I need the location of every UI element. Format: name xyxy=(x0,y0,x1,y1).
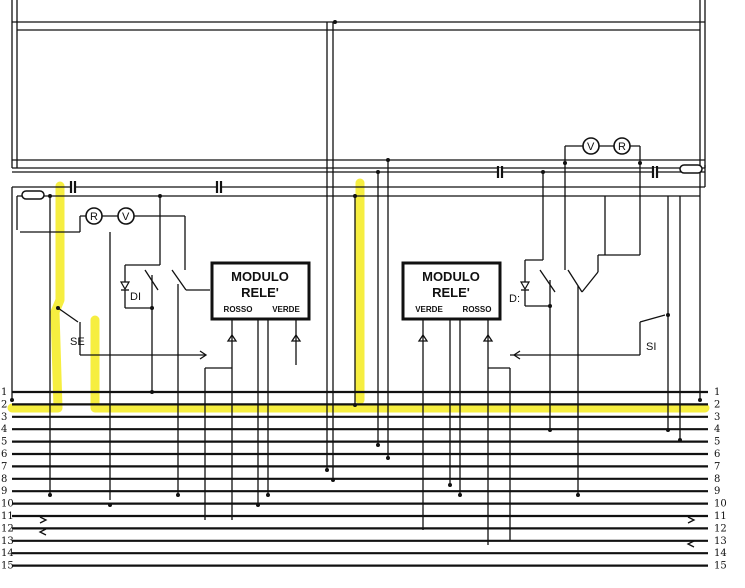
left-lamps: R V xyxy=(20,196,186,270)
switch-se-label: SE xyxy=(70,336,85,348)
switch-si-label: SI xyxy=(646,341,656,353)
bus-number-left-13: 13 xyxy=(1,536,14,547)
bus-number-left-7: 7 xyxy=(1,461,7,472)
bus-number-left-8: 8 xyxy=(1,474,7,485)
left-module-out-rosso: ROSSO xyxy=(224,305,253,314)
bus-number-left-11: 11 xyxy=(1,511,14,522)
bus-number-right-1: 1 xyxy=(714,387,720,398)
lamp-r-left xyxy=(85,207,103,225)
bus-number-right-11: 11 xyxy=(714,511,727,522)
bus-lines xyxy=(12,390,708,567)
highlighted-path xyxy=(7,178,710,413)
vertical-drops xyxy=(354,160,701,458)
lamp-r-left-label: R xyxy=(90,211,98,223)
bus-number-left-4: 4 xyxy=(1,424,7,435)
bus-number-left-1: 1 xyxy=(1,387,7,398)
bus-number-right-2: 2 xyxy=(714,399,720,410)
lamp-v-left xyxy=(117,207,135,225)
bus-number-left-15: 15 xyxy=(1,561,14,572)
bus-number-left-12: 12 xyxy=(1,523,14,534)
diode-right-label: D: xyxy=(509,293,520,305)
right-lamps: V R xyxy=(564,137,641,270)
left-relay-module: MODULO RELE' ROSSO VERDE xyxy=(210,261,311,321)
bus-number-left-2: 2 xyxy=(1,399,7,410)
lamp-v-right-label: V xyxy=(587,141,595,153)
bus-number-right-13: 13 xyxy=(714,536,727,547)
left-relay-contacts: DI xyxy=(109,232,210,500)
right-module-out-rosso: ROSSO xyxy=(463,305,492,314)
bus-number-left-14: 14 xyxy=(1,548,14,559)
right-module-title: MODULO xyxy=(422,269,480,284)
bus-number-right-6: 6 xyxy=(714,449,720,460)
bus-number-right-8: 8 xyxy=(714,474,720,485)
bus-number-right-10: 10 xyxy=(714,499,727,510)
bus-number-left-10: 10 xyxy=(1,499,14,510)
right-relay-module: MODULO RELE' VERDE ROSSO xyxy=(401,261,502,321)
bus-number-right-5: 5 xyxy=(714,437,720,448)
bus-connection-dots xyxy=(10,390,702,507)
left-module-out-verde: VERDE xyxy=(272,305,300,314)
right-module-subtitle: RELE' xyxy=(432,285,470,300)
bus-number-left-5: 5 xyxy=(1,437,7,448)
upper-track-lines xyxy=(11,158,706,400)
bus-number-right-9: 9 xyxy=(714,486,720,497)
bus-number-right-4: 4 xyxy=(714,424,720,435)
lamp-v-right xyxy=(582,137,600,155)
lamp-r-right xyxy=(613,137,631,155)
bus-number-right-12: 12 xyxy=(714,523,727,534)
right-relay-contacts: D: xyxy=(509,172,640,495)
bus-number-right-3: 3 xyxy=(714,412,720,423)
module-pin-wires xyxy=(80,319,640,545)
left-switch-se: SE xyxy=(49,196,85,495)
bus-number-right-15: 15 xyxy=(714,561,727,572)
lamp-r-right-label: R xyxy=(618,141,626,153)
bus-number-left-6: 6 xyxy=(1,449,7,460)
left-module-subtitle: RELE' xyxy=(241,285,279,300)
diode-left-label: DI xyxy=(130,291,141,303)
left-module-title: MODULO xyxy=(231,269,289,284)
bus-number-left-3: 3 xyxy=(1,412,7,423)
lamp-v-left-label: V xyxy=(122,211,130,223)
right-module-out-verde: VERDE xyxy=(415,305,443,314)
bus-number-left-9: 9 xyxy=(1,486,7,497)
bus-arrows xyxy=(38,516,696,548)
bus-number-right-7: 7 xyxy=(714,461,720,472)
bus-number-right-14: 14 xyxy=(714,548,727,559)
